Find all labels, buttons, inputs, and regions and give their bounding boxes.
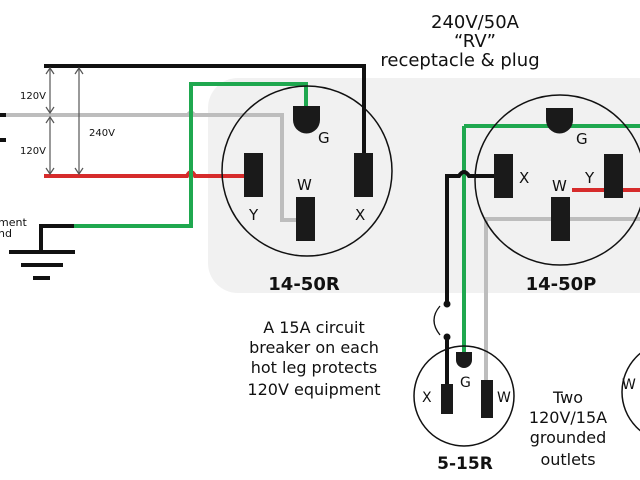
breaker-note-1: A 15A circuit <box>263 318 365 337</box>
breaker-terminal-top <box>443 300 451 308</box>
breaker-note-4: 120V equipment <box>247 380 380 399</box>
plug-label-y: Y <box>584 169 595 187</box>
hot-x-wire <box>44 64 366 156</box>
label-y: Y <box>248 206 259 224</box>
outlets-note-4: outlets <box>540 450 595 469</box>
connector-panel <box>208 78 640 293</box>
hot-x-drop-wire <box>445 170 496 304</box>
voltage-label-upper: 120V <box>20 91 46 102</box>
label-g: G <box>318 129 330 147</box>
outlets-note-1: Two <box>552 388 583 407</box>
pin-x <box>354 153 373 197</box>
outlet-hot-pin <box>441 384 453 414</box>
label-x: X <box>355 206 365 224</box>
ground-wire <box>74 82 308 228</box>
pin-w <box>296 197 315 241</box>
plug-pin-x <box>494 154 513 198</box>
plug-label-w: W <box>552 177 567 195</box>
outlets-note-2: 120V/15A <box>529 408 607 427</box>
title-line-2: “RV” <box>454 31 496 52</box>
voltage-arrows <box>45 66 84 176</box>
second-outlet-label-w: W <box>622 377 636 393</box>
outlet-name: 5-15R <box>437 454 493 474</box>
ground-label-1: ment <box>0 216 27 229</box>
outlet-neutral-pin <box>481 380 493 418</box>
plug-label-x: X <box>519 169 529 187</box>
ground-label-2: nd <box>0 227 12 240</box>
receptacle-14-50r: G W Y X 14-50R <box>221 85 393 295</box>
breaker-switch <box>433 305 441 336</box>
breaker-note-3: hot leg protects <box>251 358 378 377</box>
plug-pin-y <box>604 154 623 198</box>
second-outlet: W <box>621 352 640 432</box>
neutral-drop-wire <box>484 217 640 380</box>
outlet-label-g: G <box>460 375 471 391</box>
outlet-5-15r: G X W 5-15R <box>413 345 515 474</box>
outlet-ground-pin <box>456 352 472 368</box>
voltage-label-lower: 120V <box>20 146 46 157</box>
plug-label-g: G <box>576 130 588 148</box>
label-w: W <box>297 176 312 194</box>
outlets-note-3: grounded <box>530 428 607 447</box>
pin-y <box>244 153 263 197</box>
title-line-1: 240V/50A <box>431 12 520 33</box>
title-line-3: receptacle & plug <box>380 50 539 71</box>
receptacle-name: 14-50R <box>268 274 340 295</box>
ground-pin-g <box>293 106 320 134</box>
voltage-label-across: 240V <box>89 128 115 139</box>
earth-lead <box>39 224 74 252</box>
plug-name: 14-50P <box>526 274 597 295</box>
outlet-label-w: W <box>497 390 511 406</box>
plug-pin-w <box>551 197 570 241</box>
plug-14-50p: G X W Y 14-50P <box>474 94 640 295</box>
breaker-note-2: breaker on each <box>249 338 379 357</box>
outlet-label-x: X <box>422 390 432 406</box>
plug-ground-pin-g <box>546 108 573 134</box>
